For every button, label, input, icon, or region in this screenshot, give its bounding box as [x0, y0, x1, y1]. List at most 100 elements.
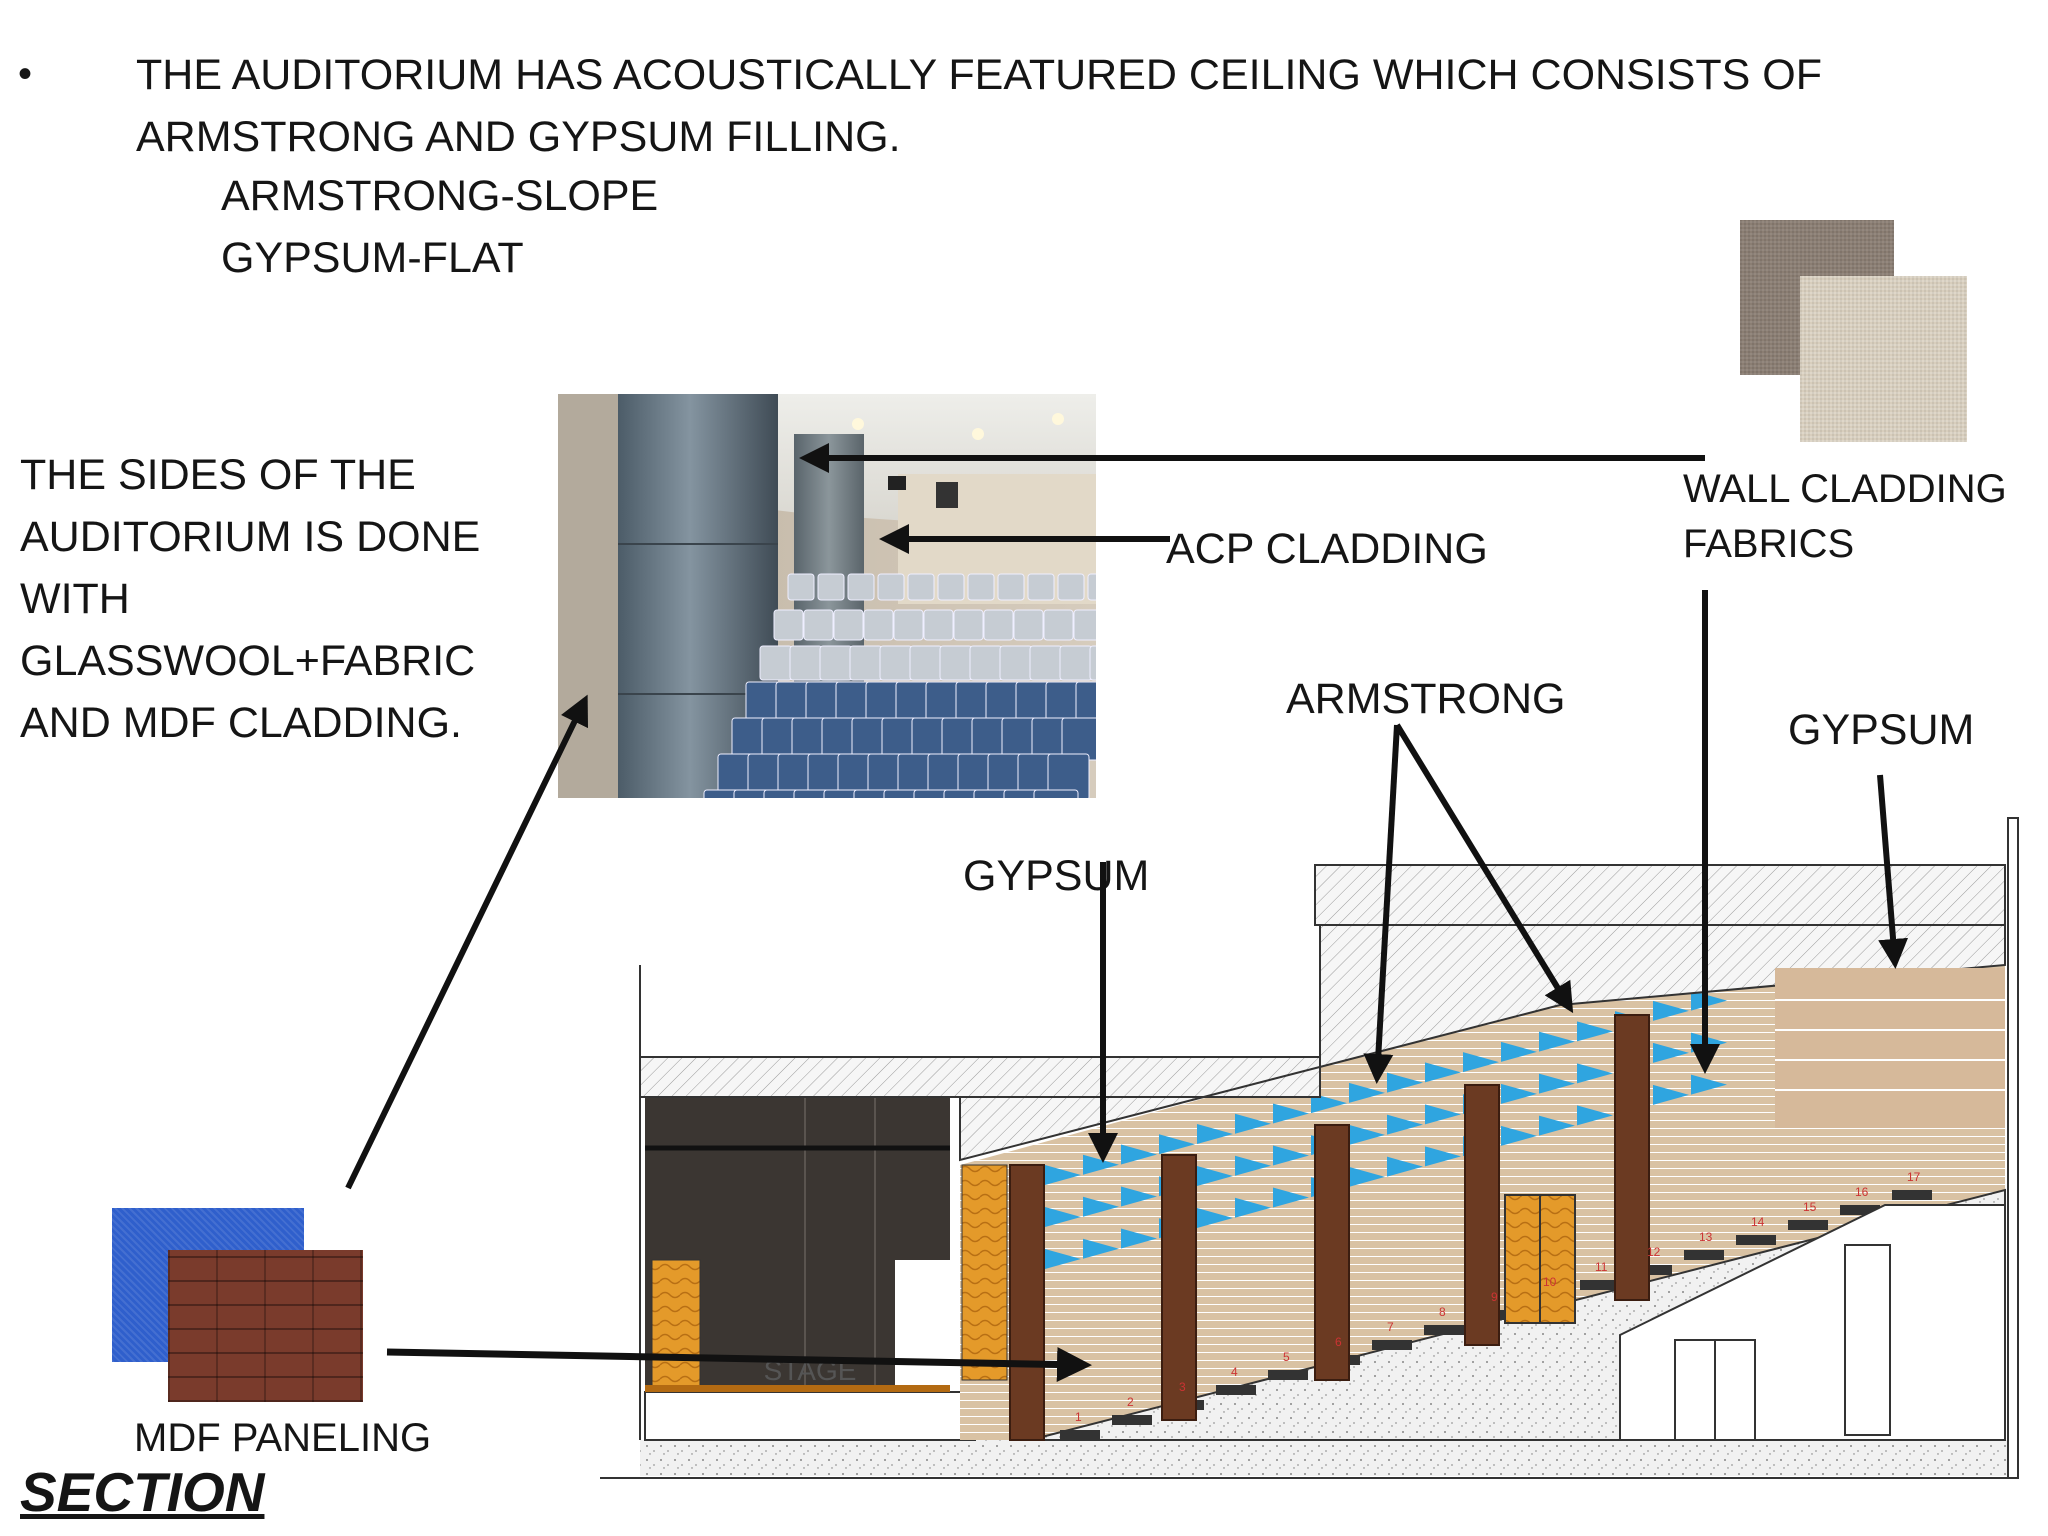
cladding-triangle [1273, 1145, 1309, 1166]
cladding-triangle [1083, 1196, 1119, 1217]
photo-seat [847, 573, 875, 601]
stage-door [651, 1259, 701, 1393]
photo-seat [907, 573, 935, 601]
photo-seat [923, 609, 954, 641]
cladding-triangle [1349, 1124, 1385, 1145]
step-number: 12 [1647, 1245, 1661, 1259]
cladding-triangle [1387, 1156, 1423, 1177]
cladding-triangle [1045, 1165, 1081, 1185]
label-wall-cladding-line-1: WALL CLADDING [1683, 467, 2007, 511]
cladding-triangle [1425, 1146, 1461, 1167]
cladding-triangle [1235, 1113, 1271, 1134]
photo-seat [863, 609, 894, 641]
sides-description: THE SIDES OF THE AUDITORIUM IS DONE WITH… [20, 444, 540, 754]
ceiling-sub-armstrong: ARMSTRONG-SLOPE [221, 172, 659, 220]
photo-seat [967, 573, 995, 601]
structural-column [1161, 1154, 1197, 1421]
step-number: 8 [1439, 1305, 1446, 1319]
step-number: 16 [1855, 1185, 1869, 1199]
photo-seat [997, 573, 1025, 601]
cladding-triangle [1159, 1134, 1195, 1155]
step-number: 17 [1907, 1170, 1921, 1184]
seat-step [1736, 1235, 1776, 1245]
photo-seat [1013, 609, 1044, 641]
sides-line-2: AUDITORIUM IS DONE [20, 513, 481, 561]
seat-step [1892, 1190, 1932, 1200]
label-gypsum-left: GYPSUM [963, 852, 1150, 900]
photo-seat [1033, 789, 1079, 798]
structural-column [1009, 1164, 1045, 1441]
cladding-triangle [1235, 1197, 1271, 1218]
roof-slab [1314, 864, 2006, 926]
stage-wing-panel [895, 1260, 950, 1392]
seat-step [1424, 1325, 1464, 1335]
cladding-triangle [1501, 1083, 1537, 1104]
arrow-gypsum-right [1877, 774, 1909, 969]
seat-step [1580, 1280, 1620, 1290]
sides-line-1: THE SIDES OF THE [20, 451, 416, 499]
label-mdf-paneling: MDF PANELING [134, 1416, 432, 1460]
mdf-swatch-brown [168, 1250, 363, 1402]
step-number: 13 [1699, 1230, 1713, 1244]
cladding-triangle [1121, 1144, 1157, 1165]
sides-line-3: WITH [20, 575, 130, 623]
step-number: 15 [1803, 1200, 1817, 1214]
cladding-triangle [1387, 1072, 1423, 1093]
cladding-triangle [1539, 1031, 1575, 1052]
cladding-triangle [1653, 1084, 1689, 1105]
seat-step [1372, 1340, 1412, 1350]
cladding-triangle [1539, 1115, 1575, 1136]
seat-step [1060, 1430, 1100, 1440]
step-number: 1 [1075, 1410, 1082, 1424]
step-number: 5 [1283, 1350, 1290, 1364]
structural-column [1614, 1014, 1650, 1301]
cladding-triangle [1425, 1062, 1461, 1083]
structural-column [1314, 1124, 1350, 1381]
wood-door-left [961, 1164, 1008, 1381]
cladding-triangle [1501, 1041, 1537, 1062]
section-title: SECTION [20, 1461, 265, 1523]
seat-step [1840, 1205, 1880, 1215]
label-gypsum-right: GYPSUM [1788, 706, 1975, 754]
photo-seat [1087, 573, 1096, 601]
photo-seat [877, 573, 905, 601]
cladding-triangle [1653, 1000, 1689, 1021]
step-number: 3 [1179, 1380, 1186, 1394]
fabric-swatch-light [1800, 276, 1967, 442]
seat-step [1788, 1220, 1828, 1230]
cladding-triangle [1349, 1082, 1385, 1103]
photo-seat [833, 609, 864, 641]
cladding-triangle [1083, 1238, 1119, 1259]
stage-platform [644, 1391, 976, 1441]
cladding-triangle [1387, 1114, 1423, 1135]
cladding-triangle [1577, 1063, 1613, 1084]
structural-column [1464, 1084, 1500, 1346]
photo-seat [1027, 573, 1055, 601]
step-number: 11 [1595, 1260, 1608, 1274]
arrow-mdf-to-wall [386, 1346, 1092, 1382]
stair-core [1844, 1244, 1891, 1436]
step-number: 9 [1491, 1290, 1498, 1304]
bullet: • [18, 52, 33, 96]
columns [1009, 1014, 1650, 1441]
cladding-triangle [1235, 1155, 1271, 1176]
arrow-mdf-to-photo [345, 694, 589, 1190]
cladding-triangle [1501, 1125, 1537, 1146]
cladding-triangle [1311, 1093, 1347, 1114]
cladding-triangle [1691, 1074, 1727, 1095]
cladding-triangle [1425, 1104, 1461, 1125]
step-number: 10 [1543, 1275, 1557, 1289]
seat-step [1216, 1385, 1256, 1395]
photo-seat [773, 609, 804, 641]
gypsum-flat-ceiling [1775, 968, 2005, 1128]
step-number: 7 [1387, 1320, 1394, 1334]
stage-edge [645, 1385, 950, 1392]
ceiling-sub-gypsum: GYPSUM-FLAT [221, 234, 524, 282]
photo-seat [1089, 645, 1096, 681]
step-number: 2 [1127, 1395, 1134, 1409]
photo-seat [1057, 573, 1085, 601]
ground-slab [640, 1440, 2010, 1476]
cladding-triangle [1197, 1207, 1233, 1228]
